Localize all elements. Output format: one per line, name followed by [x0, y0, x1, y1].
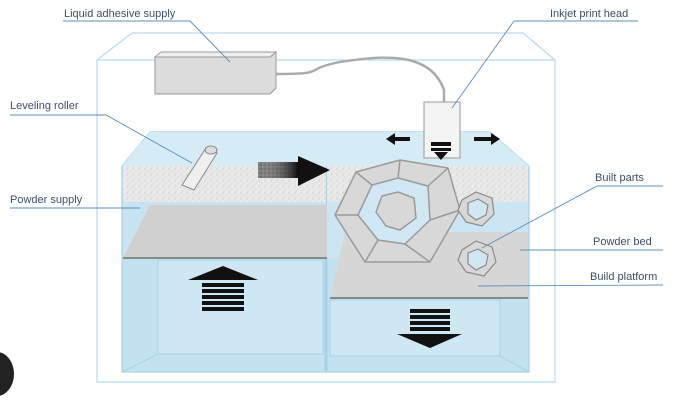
supply-platform — [123, 205, 327, 259]
powder-flow-arrow-icon — [250, 156, 330, 186]
leader-build-platform — [477, 284, 664, 287]
right-arrow-icon — [474, 133, 500, 145]
built-part-small-top — [457, 191, 495, 227]
built-part-large — [334, 159, 461, 263]
label-built-parts: Built parts — [595, 172, 644, 184]
left-arrow-icon — [386, 133, 410, 145]
label-build-platform: Build platform — [590, 271, 658, 283]
label-powder-bed: Powder bed — [593, 236, 652, 248]
liquid-adhesive-supply-box — [153, 50, 446, 104]
leader-inkjet — [451, 20, 638, 109]
leader-lines — [10, 20, 664, 287]
leader-liquid-adhesive — [63, 20, 231, 63]
label-inkjet-print-head: Inkjet print head — [550, 8, 629, 20]
inkjet-print-head — [423, 101, 461, 160]
label-liquid-adhesive-supply: Liquid adhesive supply — [64, 8, 176, 20]
leader-leveling-roller — [10, 114, 193, 164]
corner-overlay-button[interactable] — [0, 352, 14, 396]
label-powder-supply: Powder supply — [10, 194, 83, 206]
striped-up-arrow-icon — [188, 266, 258, 311]
built-part-small-bottom — [457, 240, 497, 277]
leader-built-parts — [481, 185, 663, 249]
label-leveling-roller: Leveling roller — [10, 100, 79, 112]
striped-down-arrow-icon — [397, 309, 462, 348]
leveling-roller — [181, 145, 218, 191]
